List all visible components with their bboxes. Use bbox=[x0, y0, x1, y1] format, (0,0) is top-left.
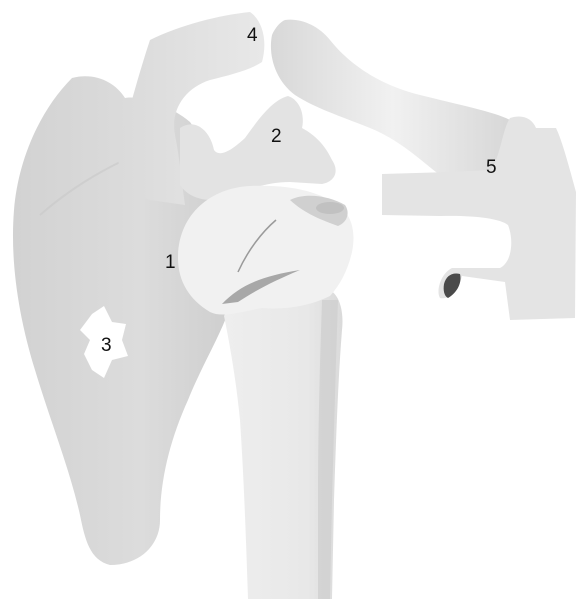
label-3: 3 bbox=[101, 335, 112, 356]
label-4: 4 bbox=[247, 25, 258, 46]
label-1: 1 bbox=[165, 252, 176, 273]
label-2: 2 bbox=[271, 126, 282, 147]
tuberosity-detail bbox=[316, 202, 344, 214]
label-5: 5 bbox=[486, 157, 497, 178]
coracoid-process bbox=[180, 96, 336, 200]
